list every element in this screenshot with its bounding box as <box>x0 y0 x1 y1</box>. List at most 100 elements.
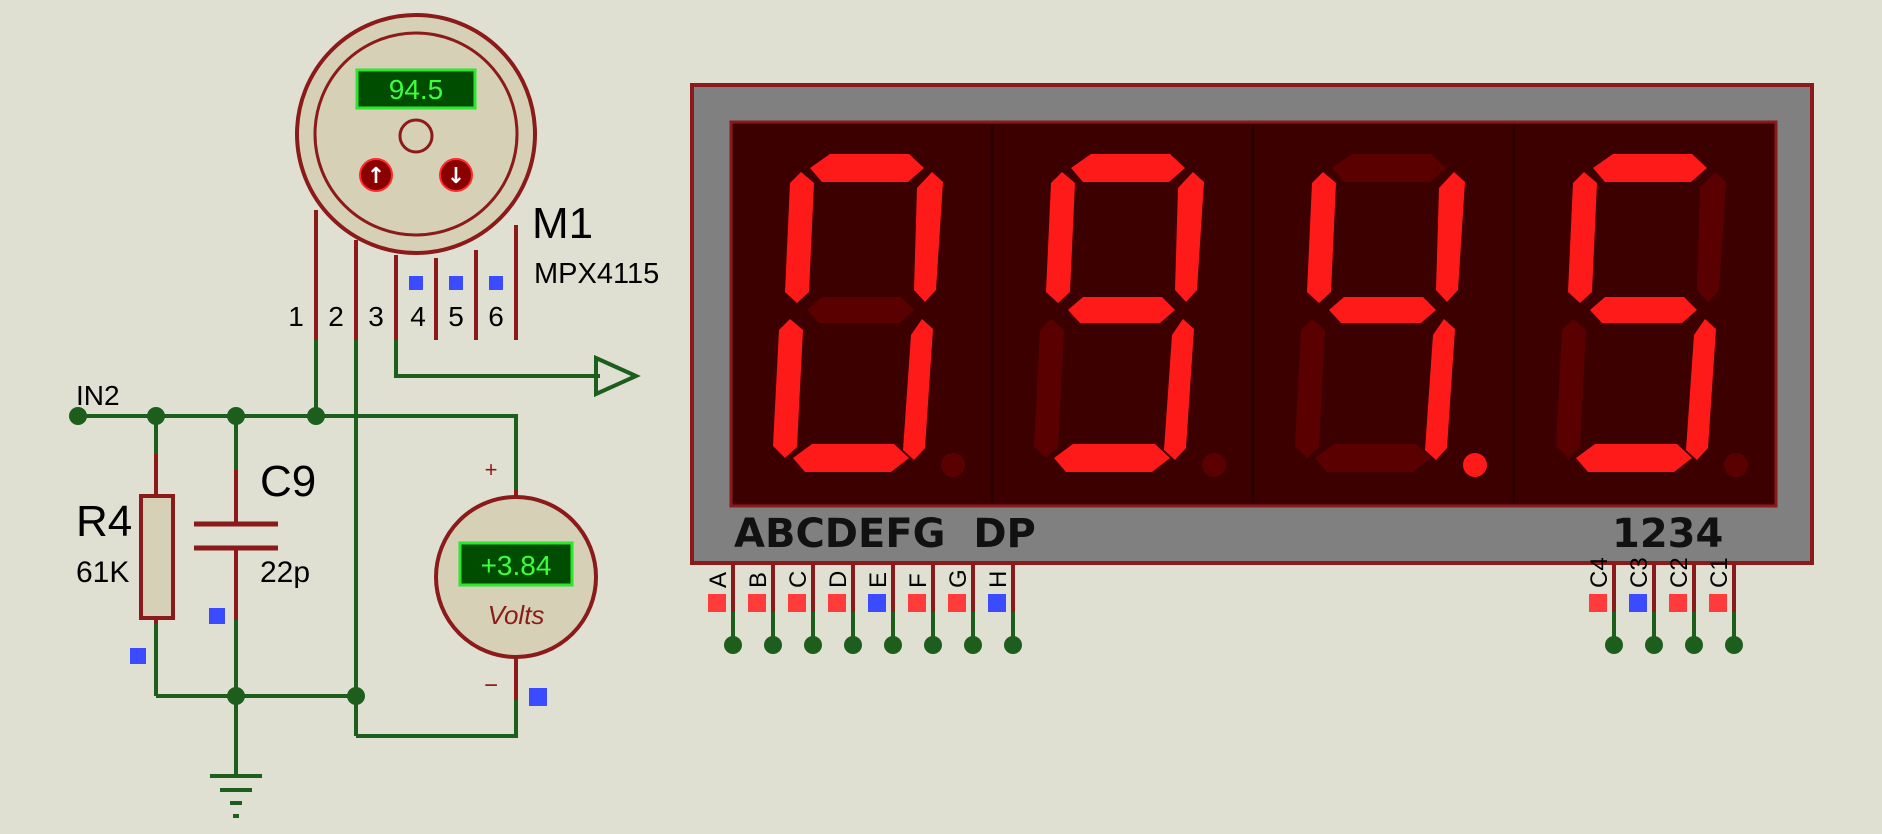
svg-text:↑: ↑ <box>367 164 385 189</box>
segment-e-off <box>1034 319 1064 458</box>
display-digits <box>773 154 1748 477</box>
pressure-up-button[interactable]: ↑ <box>359 158 393 192</box>
segment-g-on <box>1068 297 1175 323</box>
segment-d-on <box>793 444 909 472</box>
svg-text:5: 5 <box>448 301 464 332</box>
pin-label: C3 <box>1626 557 1653 588</box>
segment-pin-e[interactable]: E <box>865 563 902 654</box>
arrow-down-icon <box>439 158 473 192</box>
sensor-ref: M1 <box>532 199 593 248</box>
pressure-sensor[interactable]: 94.5 ↑ ↓ 1 2 3 4 5 6 M1 MPX4115 <box>288 13 659 340</box>
pin-state-marker <box>1589 594 1607 612</box>
svg-text:6: 6 <box>488 301 504 332</box>
digit-1 <box>773 154 965 477</box>
pin-state-marker <box>1669 594 1687 612</box>
pin-label: H <box>985 571 1012 588</box>
segment-pin-d[interactable]: D <box>825 563 862 654</box>
digit-pin-c2[interactable]: C2 <box>1666 557 1703 654</box>
capacitor[interactable]: C9 22p <box>194 457 316 624</box>
voltmeter-unit: Volts <box>488 600 545 630</box>
resistor-value: 61K <box>76 556 129 589</box>
segment-a-on <box>1593 154 1707 182</box>
decimal-point-off <box>941 453 965 477</box>
junction-dots <box>69 407 365 705</box>
pin-terminal-dot <box>924 636 942 654</box>
output-terminal <box>594 354 641 398</box>
segment-f-on <box>785 172 814 303</box>
segment-label: ABCDEFG DP <box>734 511 1036 557</box>
digit-2 <box>1034 154 1226 477</box>
resistor-pin-state <box>130 648 146 664</box>
pin-terminal-dot <box>1605 636 1623 654</box>
pin-terminal-dot <box>724 636 742 654</box>
voltmeter-plus: + <box>485 457 498 482</box>
sensor-part: MPX4115 <box>534 258 659 290</box>
voltmeter[interactable]: +3.84 Volts + − <box>434 457 598 706</box>
sensor-lcd <box>355 68 477 110</box>
pin-terminal-dot <box>1645 636 1663 654</box>
digit-3 <box>1295 154 1487 477</box>
pin-state-marker <box>708 594 726 612</box>
segment-f-on <box>1307 172 1336 303</box>
segment-pin-h[interactable]: H <box>985 563 1022 654</box>
net-label: IN2 <box>76 380 120 411</box>
pin-state-marker <box>828 594 846 612</box>
segment-a-on <box>1071 154 1185 182</box>
digit-label: 1234 <box>1612 511 1723 557</box>
pin-terminal-dot <box>1725 636 1743 654</box>
sensor-pin-state-markers <box>409 276 503 290</box>
resistor-ref: R4 <box>76 497 132 546</box>
segment-d-on <box>1054 444 1170 472</box>
segment-pin-b[interactable]: B <box>745 563 782 654</box>
pin-state-marker <box>748 594 766 612</box>
decimal-point-on <box>1463 453 1487 477</box>
segment-c-on <box>1164 319 1194 460</box>
segment-e-off <box>1295 319 1325 458</box>
resistor-body <box>139 494 175 620</box>
resistor[interactable]: R4 61K <box>76 454 175 664</box>
segment-pin-a[interactable]: A <box>705 563 742 654</box>
pressure-down-button[interactable]: ↓ <box>439 158 473 192</box>
pin-label: C <box>785 571 812 588</box>
pin-label: C1 <box>1706 557 1733 588</box>
segment-b-off <box>1697 172 1726 302</box>
segment-c-on <box>903 319 933 460</box>
voltmeter-reading: +3.84 <box>481 550 552 581</box>
digit-pin-c3[interactable]: C3 <box>1626 557 1663 654</box>
segment-b-on <box>1175 172 1204 302</box>
svg-text:↓: ↓ <box>447 164 465 189</box>
decimal-point-off <box>1202 453 1226 477</box>
pin-terminal-dot <box>804 636 822 654</box>
segment-b-on <box>914 172 943 302</box>
arrow-up-icon <box>359 158 393 192</box>
decimal-point-off <box>1724 453 1748 477</box>
capacitor-ref: C9 <box>260 457 316 506</box>
svg-text:1: 1 <box>288 301 304 332</box>
segment-c-on <box>1686 319 1716 460</box>
capacitor-pin-state <box>209 608 225 624</box>
pin-label: D <box>825 571 852 588</box>
pin-terminal-dot <box>1004 636 1022 654</box>
svg-text:2: 2 <box>328 301 344 332</box>
pin-terminal-dot <box>764 636 782 654</box>
pin-state-marker <box>868 594 886 612</box>
pin-state-marker <box>1629 594 1647 612</box>
pin-terminal-dot <box>964 636 982 654</box>
segment-pin-g[interactable]: G <box>945 563 982 654</box>
digit-pin-c1[interactable]: C1 <box>1706 557 1743 654</box>
segment-pin-f[interactable]: F <box>905 563 942 654</box>
svg-text:4: 4 <box>410 301 426 332</box>
segment-pin-c[interactable]: C <box>785 563 822 654</box>
pin-label: C4 <box>1586 557 1613 588</box>
pin-terminal-dot <box>844 636 862 654</box>
segment-d-on <box>1576 444 1692 472</box>
sensor-reading: 94.5 <box>389 74 444 105</box>
sensor-body <box>295 13 537 255</box>
segment-a-on <box>810 154 924 182</box>
digit-pin-c4[interactable]: C4 <box>1586 557 1623 654</box>
sensor-inner-ring <box>313 31 519 237</box>
sensor-port-icon <box>398 118 434 154</box>
